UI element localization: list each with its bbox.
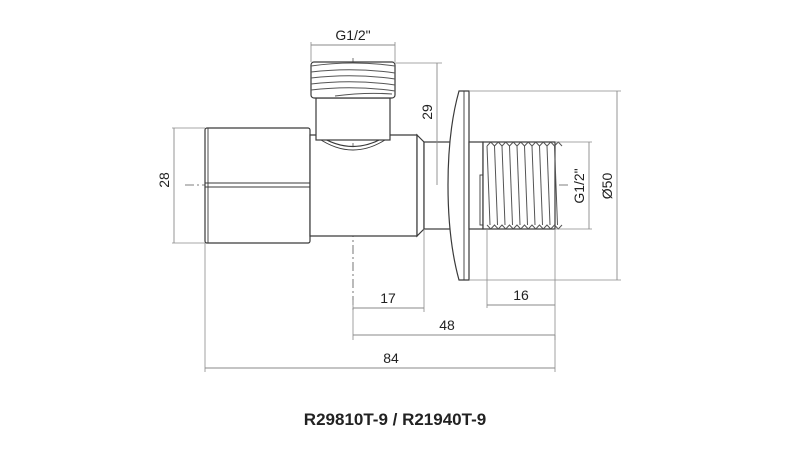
right-threaded-connection: [479, 141, 563, 230]
dim-center-to-end: 48: [352, 300, 555, 340]
dim-outlet-label: 17: [380, 290, 396, 306]
dim-body-diameter-label: 28: [156, 172, 172, 188]
left-inlet-nut: [204, 127, 311, 244]
dim-flange-diameter-label: Ø50: [599, 173, 615, 200]
thread-crest-line: [486, 145, 491, 226]
dim-center-to-end-label: 48: [439, 317, 455, 333]
thread-crest-line: [501, 145, 506, 226]
dim-thread-length-label: 16: [513, 287, 529, 303]
model-number-title: R29810T-9 / R21940T-9: [303, 410, 487, 429]
thread-crest-line: [554, 145, 558, 226]
dim-overall-length-label: 84: [383, 350, 399, 366]
thread-crest-line: [524, 145, 528, 226]
thread-profile: [486, 224, 563, 230]
top-outlet: [310, 61, 396, 141]
dim-outlet-to-center: 17: [353, 229, 425, 312]
thread-profile: [486, 141, 563, 147]
wall-flange: [447, 90, 484, 281]
dim-overall-length: 84: [204, 243, 556, 372]
dim-height-label: 29: [419, 104, 435, 120]
thread-crest-line: [516, 145, 521, 226]
thread-crest-line: [539, 145, 543, 226]
valve-body: [309, 133, 453, 238]
thread-crest-line: [546, 145, 551, 226]
dim-flange-diameter: Ø50: [469, 90, 621, 281]
dim-body-diameter: 28: [156, 127, 205, 244]
dim-thread-length: 16: [486, 229, 556, 340]
dim-top-thread-label: G1/2": [335, 27, 370, 43]
dim-side-thread: G1/2": [555, 141, 592, 230]
thread-crest-line: [494, 145, 498, 226]
dim-top-thread: G1/2": [310, 27, 396, 62]
thread-crest-line: [509, 145, 513, 226]
dim-height-to-center: 29: [395, 62, 442, 185]
dim-side-thread-label: G1/2": [571, 168, 587, 203]
thread-crest-line: [531, 145, 536, 226]
